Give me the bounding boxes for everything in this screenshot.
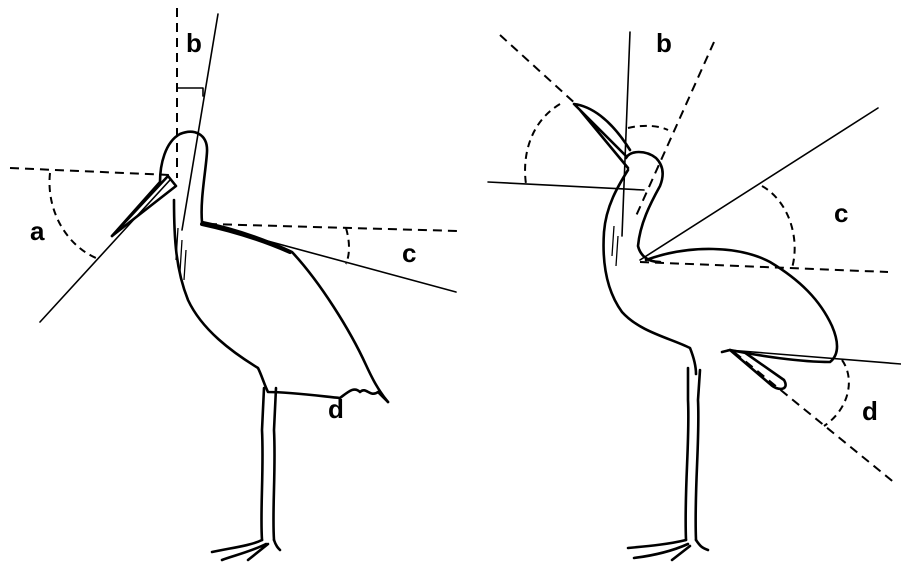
left-label-a: a (30, 216, 45, 246)
left-a-arc (49, 173, 96, 258)
right-b-arc-left (525, 104, 560, 184)
right-c-back-axis (640, 108, 878, 260)
right-stork-leg (686, 368, 700, 540)
right-b-neck-axis (636, 42, 714, 216)
left-c-horizontal-ref (208, 224, 458, 231)
left-label-b: b (186, 28, 202, 58)
right-stork-back-wing (646, 249, 837, 362)
right-d-arc (824, 360, 849, 426)
left-angle-b: b (177, 8, 218, 230)
left-a-beak-axis (40, 180, 170, 322)
right-b-beak-extension (500, 35, 578, 106)
right-stork-beak (574, 104, 630, 168)
left-a-horizontal-ref (10, 168, 170, 175)
left-stork-drawing (112, 132, 388, 560)
right-c-arc (762, 186, 795, 268)
right-panel: b c d (488, 28, 901, 560)
left-angle-a: a (10, 168, 170, 322)
left-stork-leg (261, 388, 276, 540)
left-stork-belly (174, 200, 340, 398)
right-angle-c: c (640, 108, 888, 272)
right-label-b: b (656, 28, 672, 58)
right-stork-drawing (574, 104, 837, 560)
right-label-d: d (862, 396, 878, 426)
right-stork-neck-feathers (612, 226, 618, 266)
right-b-vertical-line (622, 32, 630, 236)
left-angle-c: c (205, 224, 458, 292)
left-stork-foot (212, 540, 280, 560)
left-label-c: c (402, 238, 416, 268)
right-label-c: c (834, 198, 848, 228)
left-panel: a b c d (10, 8, 458, 560)
left-b-right-angle-mark (177, 88, 203, 96)
left-label-d: d (328, 394, 344, 424)
left-stork-back-line (202, 224, 290, 252)
right-b-arc-top (628, 126, 668, 130)
right-stork-neck-body (604, 170, 696, 374)
left-c-arc (346, 228, 349, 264)
right-c-horizontal-ref (640, 262, 888, 272)
left-c-back-axis (205, 224, 456, 292)
right-stork-foot (628, 540, 708, 560)
